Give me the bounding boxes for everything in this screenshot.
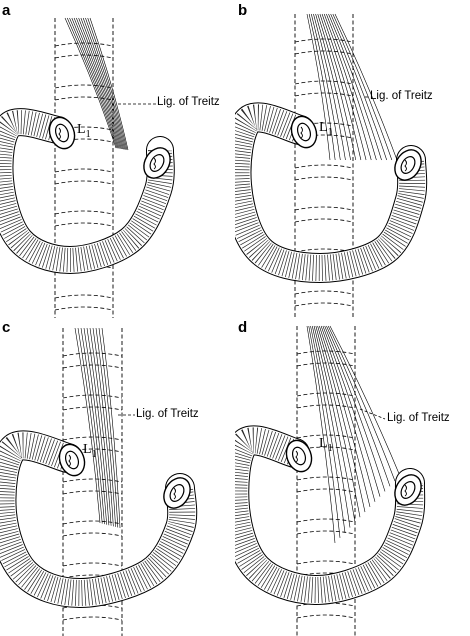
panel-letter: c — [2, 319, 11, 336]
panel-letter: d — [238, 319, 248, 336]
panel-a-illustration — [0, 17, 175, 318]
duodenum-loop — [235, 425, 426, 605]
duodenum-loop — [235, 102, 428, 284]
vertebra-label: L1 — [77, 122, 91, 140]
duodenum-loop — [0, 430, 198, 609]
panel-letter: b — [238, 2, 248, 19]
spine-column — [296, 326, 356, 636]
ligament-leader-line — [359, 408, 386, 420]
ligament-fibers — [306, 325, 401, 544]
panel-letter: a — [2, 2, 11, 19]
spine-column — [294, 14, 354, 318]
panel-a: a Lig. of Treitz L1 — [0, 0, 235, 318]
ligament-label: Lig. of Treitz — [370, 90, 433, 102]
panel-c: c Lig. of Treitz L1 — [0, 318, 235, 636]
ligament-fibers — [74, 327, 121, 529]
ligament-label: Lig. of Treitz — [136, 408, 199, 420]
ligament-fibers — [306, 13, 398, 161]
panel-d-illustration — [235, 325, 426, 636]
panel-c-illustration — [0, 327, 198, 636]
duodenum-loop — [0, 108, 175, 275]
panel-b-illustration — [235, 13, 428, 318]
panel-d: d Lig. of Treitz L1 — [235, 318, 470, 636]
panel-b: b Lig. of Treitz L1 — [235, 0, 470, 318]
vertebra-label: L1 — [83, 442, 97, 460]
ligament-fibers — [64, 17, 129, 151]
vertebra-label: L1 — [319, 436, 333, 454]
ligament-label: Lig. of Treitz — [387, 412, 450, 424]
vertebra-label: L1 — [319, 120, 333, 138]
ligament-label: Lig. of Treitz — [157, 96, 220, 108]
